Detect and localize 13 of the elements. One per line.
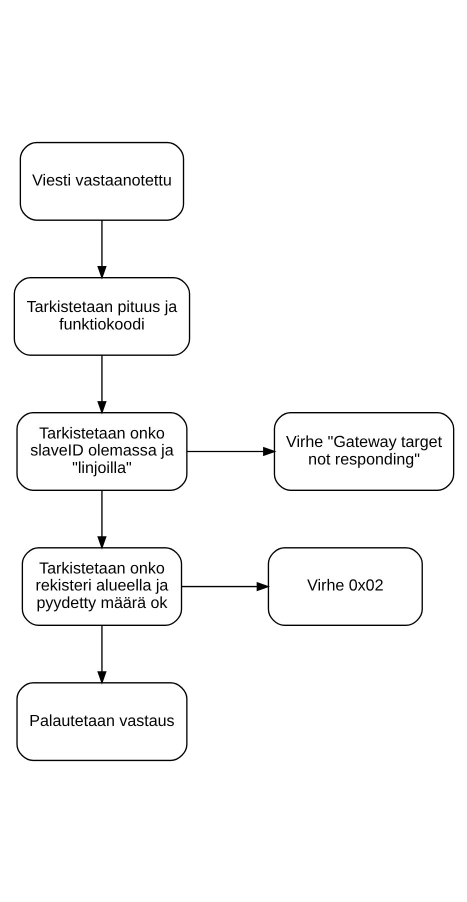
node-box: Tarkistetaan onko rekisteri alueella ja pyydetty määrä ok [21,546,182,626]
node-box: Tarkistetaan pituus ja funktiokoodi [13,276,190,356]
arrow [96,220,106,279]
arrow [96,490,106,550]
arrow [96,624,106,684]
node-box: Viesti vastaanotettu [19,141,184,220]
node-box: Virhe 0x02 [267,546,422,626]
arrow [181,581,270,591]
node-box: Tarkistetaan onko slaveID olemassa ja "linjoilla" [16,412,188,490]
arrow [96,354,106,414]
node-box: Virhe "Gateway target not responding" [273,412,454,490]
arrow [186,446,276,456]
node-box: Palautetaan vastaus [16,682,188,761]
